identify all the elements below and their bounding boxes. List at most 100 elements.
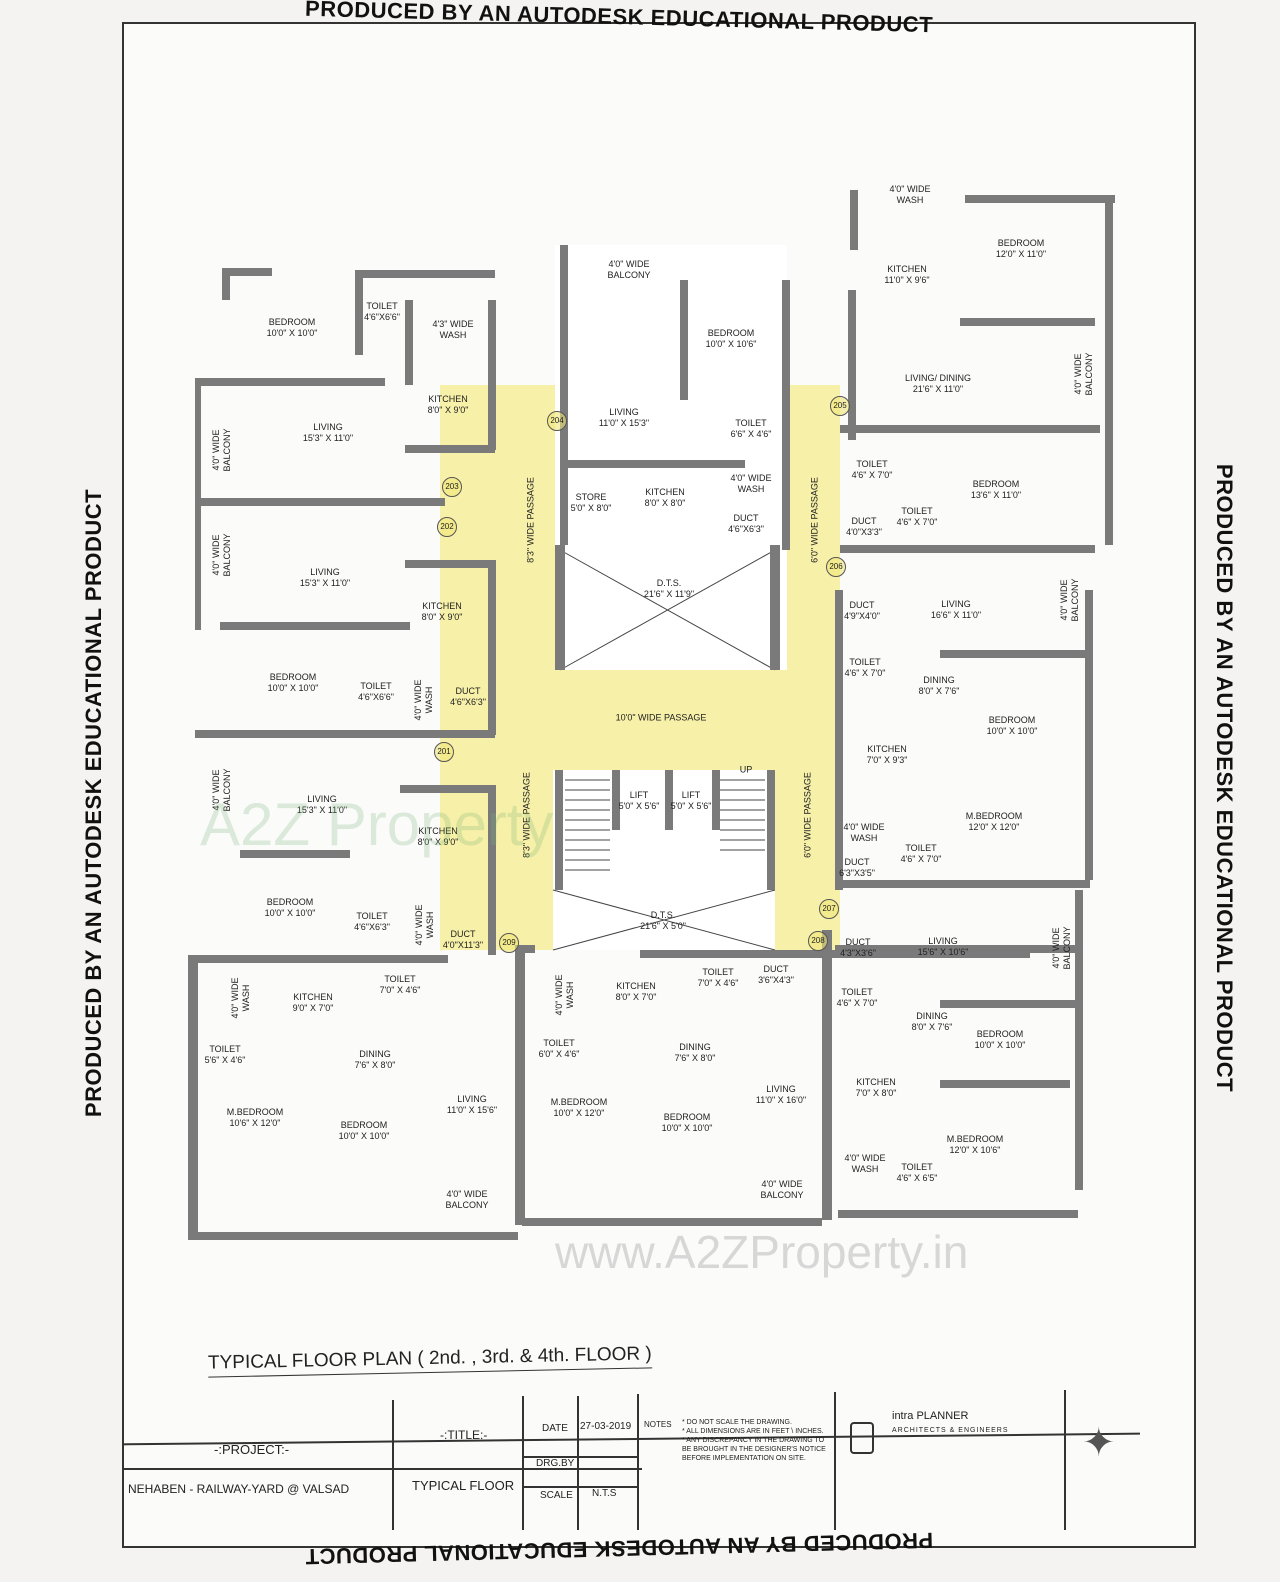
room-size: 4'6"X6'6" [358,692,394,702]
room-size: 10'0" X 10'0" [266,328,318,338]
wall [195,498,445,506]
wall [555,770,563,890]
watermark-url: www.A2ZProperty.in [555,1226,969,1278]
room-size: 4'6"X6'6" [364,312,400,322]
room-size: 4'6"X6'3" [450,697,486,707]
room-size: 7'6" X 8'0" [674,1053,716,1063]
room-name: TOILET [356,911,388,921]
unit-number: 205 [830,396,850,416]
room-size: WASH [241,984,251,1012]
room-name: KITCHEN [293,992,333,1002]
room-name: BEDROOM [340,1120,388,1130]
room-name: LIVING [307,794,337,804]
room-size: 15'3" X 11'0" [296,805,348,815]
wall [840,880,1090,888]
room-name: 4'0" WIDE [843,822,885,832]
room-name: KITCHEN [867,744,907,754]
room-name: 4'0" WIDE [1073,353,1083,395]
room-name: BEDROOM [976,1029,1024,1039]
room-name: M.BEDROOM [550,1097,608,1107]
wall [782,280,790,550]
firm-subtitle: ARCHITECTS & ENGINEERS [892,1427,1009,1434]
wall [488,300,496,450]
room-label: UP [740,765,753,776]
wall [222,268,272,276]
room-size: 12'0" X 11'0" [995,249,1047,259]
wall [835,590,843,890]
watermark-logo: A2Z Property [200,791,554,858]
note: * ALL DIMENSIONS ARE IN FEET \ INCHES. [682,1428,824,1435]
room-size: 10'0" X 10'0" [338,1131,390,1141]
wall [355,270,363,355]
room-size: 11'0" X 16'0" [755,1095,807,1105]
room-name: D.T.S. [656,578,682,588]
room-name: KITCHEN [428,394,468,404]
wall [612,770,620,830]
room-name: BEDROOM [972,479,1020,489]
room-name: DUCT [845,937,871,947]
room-size: 7'0" X 4'6" [697,978,739,988]
wall [522,1218,822,1226]
room-size: 5'0" X 5'6" [670,801,712,811]
room-name: M.BEDROOM [965,811,1023,821]
room-name: 4'0" WIDE [230,977,240,1019]
title-value: TYPICAL FLOOR [412,1478,515,1493]
room-name: 4'0" WIDE [761,1179,803,1189]
room-name: KITCHEN [887,264,927,274]
room-size: 4'6" X 7'0" [896,517,938,527]
room-name: BEDROOM [988,715,1036,725]
room-size: 4'6" X 7'0" [900,854,942,864]
project-name: NEHABEN - RAILWAY-YARD @ VALSAD [128,1482,350,1496]
room-size: 15'3" X 11'0" [302,433,354,443]
wall [195,378,201,498]
wall [835,945,1075,953]
room-name: 8'3" WIDE PASSAGE [525,477,536,563]
room-size: 4'6"X6'3" [354,922,390,932]
project-label: -:PROJECT:- [214,1442,290,1457]
room-size: 5'0" X 8'0" [570,503,612,513]
room-size: 5'0" X 5'6" [618,801,660,811]
room-name: KITCHEN [422,601,462,611]
room-size: 21'6" X 5'0" [640,921,686,931]
unit-number: 204 [547,411,567,431]
unit-number: 208 [808,931,828,951]
room-name: TOILET [366,301,398,311]
wall [188,1232,518,1240]
wall [767,770,775,890]
room-name: DUCT [455,686,481,696]
room-size: WASH [425,911,435,939]
room-name: DUCT [733,513,759,523]
room-name: 4'3" WIDE [432,319,474,329]
wall [188,955,198,1240]
